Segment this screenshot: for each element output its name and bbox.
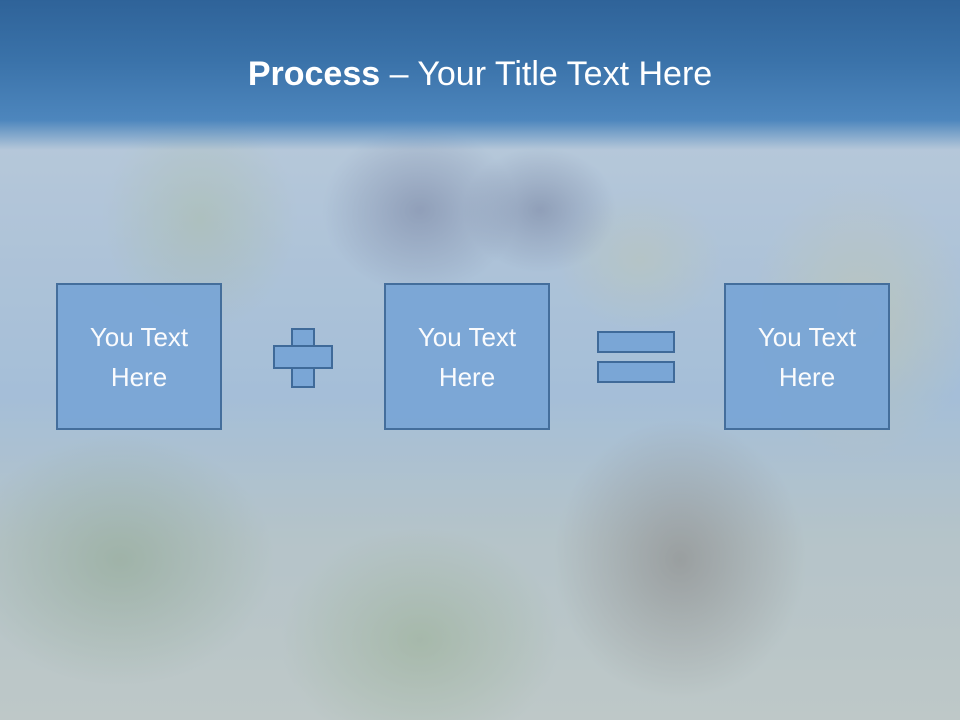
title-rest-text: – Your Title Text Here [380,55,713,93]
equals-icon-bottom-bar [597,361,675,383]
process-box-2[interactable]: You Text Here [384,283,550,430]
process-box-1-text: You Text Here [89,321,189,392]
process-box-2-text: You Text Here [417,321,517,392]
title-bold-text: Process [247,55,381,93]
process-box-3[interactable]: You Text Here [724,283,890,430]
process-box-1[interactable]: You Text Here [56,283,222,430]
plus-icon-center [291,347,315,367]
title-banner [0,0,960,150]
process-box-3-text: You Text Here [757,321,857,392]
slide-title[interactable]: Process – Your Title Text Here [0,52,960,96]
equals-icon-top-bar [597,331,675,353]
